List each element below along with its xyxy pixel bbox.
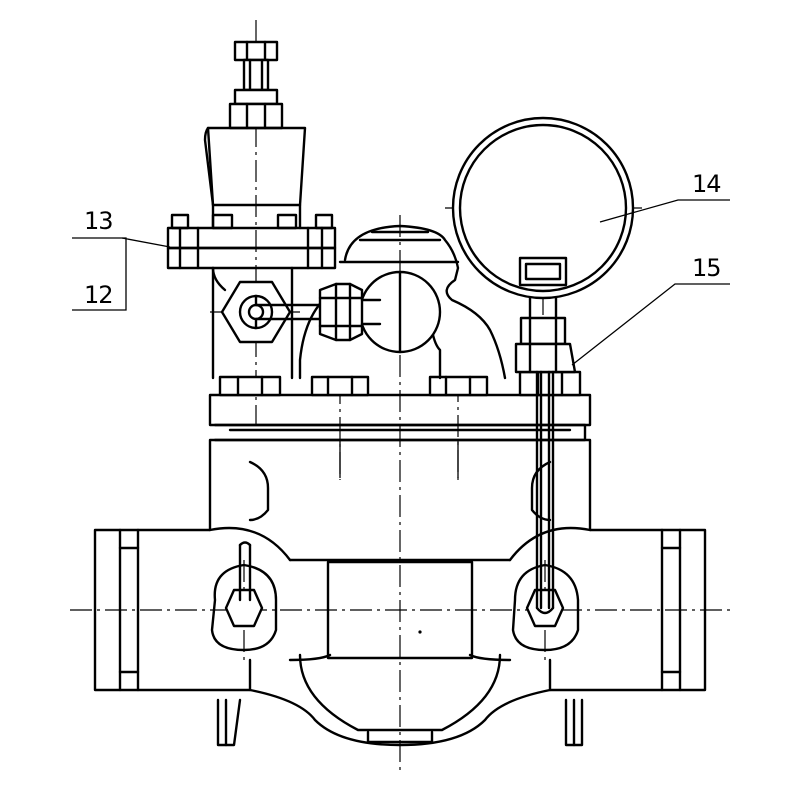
label-15: 15 <box>692 254 721 282</box>
center-lines <box>70 20 730 775</box>
pilot-tube <box>254 282 382 342</box>
siphon-pipe <box>535 370 555 615</box>
label-13: 13 <box>84 207 113 235</box>
label-12: 12 <box>84 281 113 309</box>
label-14: 14 <box>692 170 721 198</box>
pilot-valve <box>166 40 337 380</box>
leader-lines <box>72 199 730 366</box>
pressure-gauge <box>451 116 635 374</box>
